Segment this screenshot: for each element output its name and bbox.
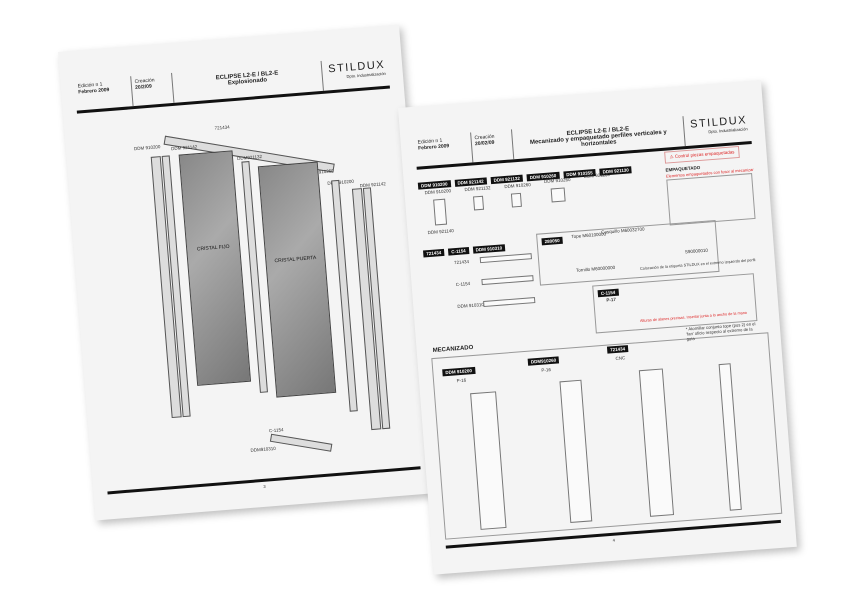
bar-drawing [481, 275, 534, 286]
tornillo-label: Tornillo M60000000 [575, 264, 616, 273]
sticker-code: S90000010 [684, 247, 709, 255]
date: Febrero 2009 [78, 87, 110, 96]
part-label: DDM910310 [250, 445, 276, 453]
part-label: DDM 910200 [133, 144, 161, 152]
creation-date: 20/02/09 [474, 139, 495, 148]
date: Febrero 2009 [417, 143, 450, 152]
page-footer: 3 [107, 466, 422, 502]
warning-text: Control piezas empaquetadas [674, 149, 735, 159]
profile-section [510, 192, 522, 208]
c1154-note: Alturas de alanes precisas. Insertar jun… [639, 310, 748, 324]
profile-tag: 721434 [423, 248, 445, 258]
profile-label: 721434 [453, 259, 470, 266]
box-tag: 280050 [541, 236, 563, 246]
cap-box: 280050 Tope M60100000 Casquillo M6003270… [536, 219, 756, 286]
profile-label: DDM 910260 [504, 182, 531, 190]
profile-label: DDM 910310 [457, 302, 485, 310]
casquillo-label: Casquillo M60032700 [600, 226, 645, 235]
sticker-note: Colocación de la etiqueta STILDUX en el … [639, 258, 756, 271]
part-label: C-1154 [268, 427, 284, 434]
profile-label: C-1154 [455, 280, 471, 288]
section-machining: MECANIZADO [432, 344, 474, 355]
creation-date: 20/2/09 [134, 83, 153, 91]
glass-fixed: CRISTAL FIJO [178, 150, 252, 386]
glass-door: CRISTAL PUERTA [257, 161, 337, 398]
profile-label: DDM 921132 [464, 185, 491, 193]
part-label: DDM 921142 [170, 144, 198, 152]
part-label: 721434 [214, 124, 230, 131]
profile-section [433, 198, 448, 226]
profile-label: DDM 910260 [543, 176, 571, 185]
packing-box [666, 173, 756, 226]
bar-drawing [483, 297, 536, 308]
page-number: 3 [263, 483, 266, 489]
c1154-sub: P-17 [606, 296, 617, 303]
profile-label: DDM 921140 [427, 228, 454, 236]
profile-tag: C-1154 [447, 247, 469, 256]
bottom-rail [269, 433, 333, 452]
profile-section [473, 195, 485, 211]
page-number: 4 [612, 537, 616, 543]
profile-tag: DDM 910310 [472, 244, 506, 254]
profile-section [550, 187, 566, 203]
profile-label: DDM 910200 [424, 188, 452, 196]
